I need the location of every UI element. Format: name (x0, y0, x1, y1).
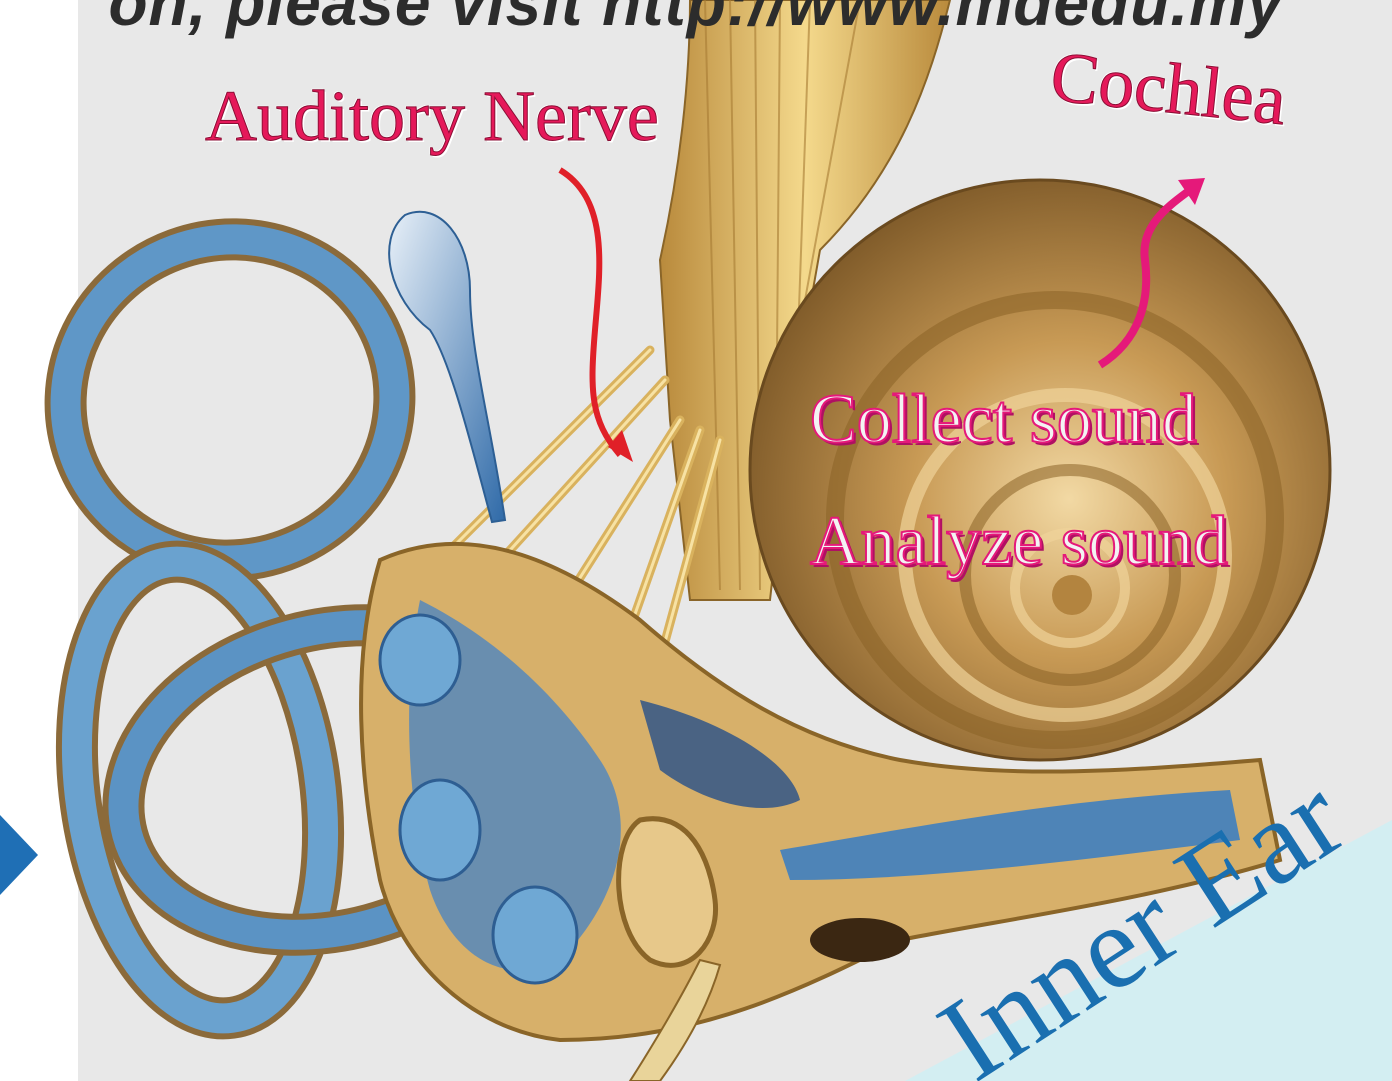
banner-text: on, please visit http://www.mdedu.my (0, 0, 1392, 40)
function-collect-label: Collect sound (810, 385, 1197, 455)
function-analyze-label: Analyze sound (810, 507, 1228, 577)
cochlea-shape (750, 180, 1330, 760)
play-arrow-icon[interactable] (0, 815, 40, 895)
auditory-nerve-label: Auditory Nerve (205, 80, 659, 152)
